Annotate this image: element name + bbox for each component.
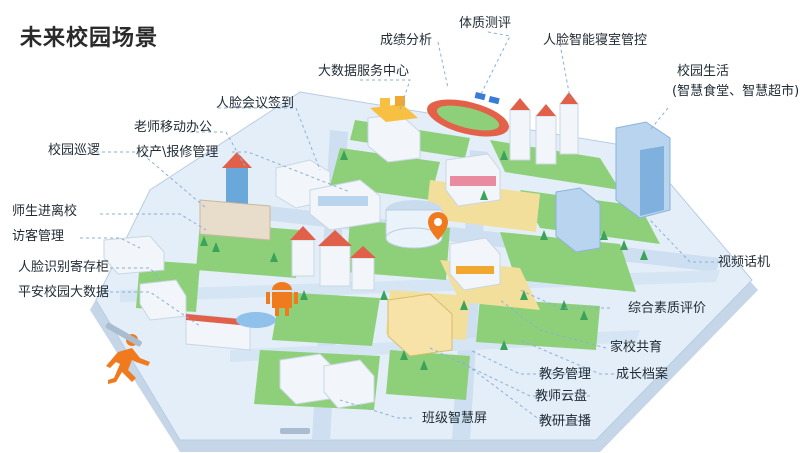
label-growth-archive: 成长档案 bbox=[616, 367, 669, 382]
label-edu-affairs: 教务管理 bbox=[539, 367, 592, 382]
label-campus-patrol: 校园巡逻 bbox=[48, 143, 101, 158]
label-campus-life-sub: (智慧食堂、智慧超市) bbox=[672, 84, 800, 99]
trees bbox=[200, 150, 648, 370]
label-home-school: 家校共育 bbox=[610, 340, 663, 355]
label-big-data: 大数据服务中心 bbox=[318, 64, 410, 79]
label-video-intercom: 视频话机 bbox=[718, 255, 771, 270]
label-teacher-cloud: 教师云盘 bbox=[535, 389, 588, 404]
label-face-locker: 人脸识别寄存柜 bbox=[18, 260, 110, 275]
page-title: 未来校园场景 bbox=[20, 26, 159, 51]
label-teach-live: 教研直播 bbox=[539, 414, 592, 429]
buildings bbox=[103, 92, 671, 409]
label-quality-eval: 综合素质评价 bbox=[628, 301, 707, 316]
running-track bbox=[427, 92, 509, 137]
location-pin-icon bbox=[428, 212, 448, 240]
label-physical-test: 体质测评 bbox=[459, 16, 512, 31]
label-class-screen: 班级智慧屏 bbox=[422, 411, 488, 426]
label-grade-analysis: 成绩分析 bbox=[380, 33, 433, 48]
label-campus-life: 校园生活 bbox=[677, 64, 730, 79]
label-teacher-mobile: 老师移动办公 bbox=[134, 120, 213, 135]
tablet-edge bbox=[105, 322, 310, 434]
leader-lines bbox=[80, 31, 720, 421]
label-safe-campus: 平安校园大数据 bbox=[18, 285, 110, 300]
label-visitor: 访客管理 bbox=[12, 229, 65, 244]
android-robot-icon bbox=[266, 282, 298, 316]
label-student-access: 师生进离校 bbox=[12, 204, 78, 219]
label-face-meeting: 人脸会议签到 bbox=[216, 96, 295, 111]
label-asset-repair: 校产\报修管理 bbox=[136, 145, 219, 160]
label-face-dorm: 人脸智能寝室管控 bbox=[543, 33, 648, 48]
